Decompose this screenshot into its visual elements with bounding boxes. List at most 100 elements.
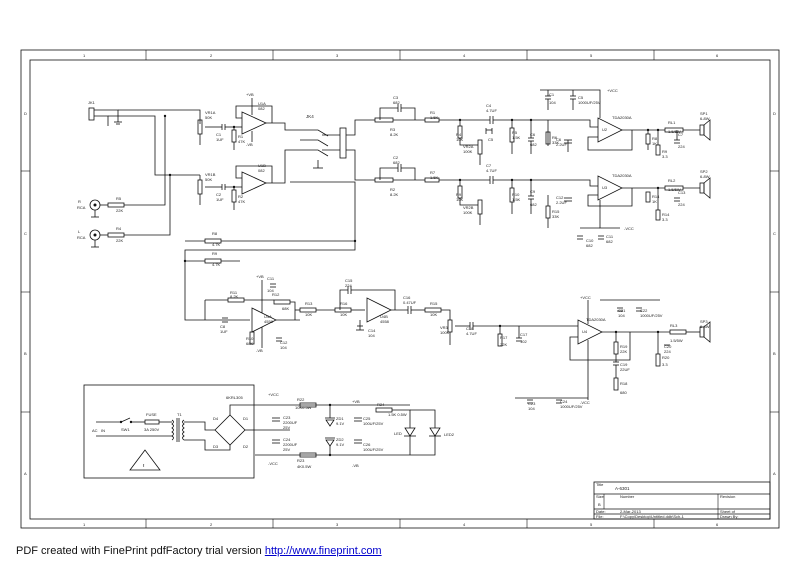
r3-label: R3 <box>390 127 396 132</box>
bridge-label: 6KRL305 <box>226 395 243 400</box>
fuse-value: 3A 250V <box>144 427 159 432</box>
jk1-label: JK1 <box>88 100 96 105</box>
r15-label: R15 <box>552 209 560 214</box>
c23b-voltage: 25V <box>283 425 290 430</box>
grid-column-ticks <box>21 50 779 528</box>
r9c-label: R9 <box>212 251 218 256</box>
grid-col-6-bottom: 6 <box>716 522 719 527</box>
c24-label: C24 <box>283 437 291 442</box>
c22-label: C22 <box>640 308 648 313</box>
r6b-label: R6 <box>552 135 558 140</box>
r4-value: 22K <box>116 238 123 243</box>
c26-label: C26 <box>363 442 371 447</box>
r9-label: R9 <box>456 192 462 197</box>
led2-label: LED2 <box>444 432 455 437</box>
zd2-value: 9.1V <box>336 442 345 447</box>
c2b-value: 682 <box>393 160 400 165</box>
c7-value: 4.7UF <box>486 168 497 173</box>
c7b-value: 224 <box>678 144 685 149</box>
rca-l-type: RCA <box>77 235 86 240</box>
vr2a-label: VR2A <box>463 144 474 149</box>
r22-label: R22 <box>297 397 305 402</box>
grid-col-3-bottom: 3 <box>336 522 339 527</box>
c6-label: C6 <box>530 132 536 137</box>
c10-value: 682 <box>586 243 593 248</box>
r10-label: R10 <box>512 192 520 197</box>
u3-type: TDA2030A <box>612 173 632 178</box>
c6-value: 682 <box>530 142 537 147</box>
date-label: Date: <box>596 509 606 514</box>
r11b-value: 8.2K <box>230 294 239 299</box>
r9b-label: R9 <box>662 149 668 154</box>
outer-border <box>20 49 780 529</box>
zd2-label: ZD2 <box>336 437 344 442</box>
r5b-value: 1.5K <box>512 135 521 140</box>
r8b-value: 4.7K <box>212 242 221 247</box>
vr1a-label: VR1A <box>205 110 216 115</box>
u4b-label: U4B <box>380 314 388 319</box>
r14-value: 1K <box>652 199 657 204</box>
u1b-label: U1B <box>258 163 266 168</box>
c24b-value: 1000UF/25V <box>560 404 583 409</box>
pdf-footer: PDF created with FinePrint pdfFactory tr… <box>16 545 382 557</box>
speaker-sp3: SP3 6-8W <box>699 319 711 343</box>
grid-col-2-bottom: 2 <box>210 522 213 527</box>
size-value: B <box>598 502 601 507</box>
r13-label: R13 <box>305 301 313 306</box>
grid-col-4-bottom: 4 <box>463 522 466 527</box>
c7b-label: C7 <box>678 132 684 137</box>
r15b-value: 10K <box>430 312 437 317</box>
vr2b-value: 100K <box>463 210 473 215</box>
grid-row-d-left: D <box>24 111 27 116</box>
sp1-value: 6-8W <box>700 116 710 121</box>
r6b-value: 33K <box>552 140 559 145</box>
c14-label: C14 <box>368 328 376 333</box>
d1-label: D1 <box>243 416 249 421</box>
speaker-sp1: SP1 6-8W <box>699 111 711 141</box>
c25-label: C25 <box>363 416 371 421</box>
r9c-value: 4.7K <box>212 262 221 267</box>
r7-label: R7 <box>430 170 436 175</box>
tone-top: R3 8.2K C3 682 R1 1.5K C4 4.7UF R4 10K V… <box>374 95 598 165</box>
vee-mid: -VCC <box>624 226 634 231</box>
c8b-value: 1UF <box>220 329 228 334</box>
psu-primary: AC IN SW1 FUSE 3A 250V T1 ! <box>92 412 185 471</box>
sp2-value: 6-8W <box>700 174 710 179</box>
vb-n-sub: -VB <box>256 348 263 353</box>
sw1-label: SW1 <box>121 427 130 432</box>
r16-value: 10K <box>340 312 347 317</box>
led-label: LED <box>394 431 402 436</box>
grid-row-c-right: C <box>773 231 776 236</box>
c23-label: C23 <box>528 401 536 406</box>
footer-link[interactable]: http://www.fineprint.com <box>264 545 382 557</box>
r5-label: R5 <box>116 196 122 201</box>
grid-col-5-bottom: 5 <box>590 522 593 527</box>
r19-label: R19 <box>620 344 628 349</box>
r20-label: R20 <box>662 355 670 360</box>
c20-value: 224 <box>664 349 671 354</box>
u4-vcc: +VCC <box>580 295 591 300</box>
c24-voltage: 25V <box>283 447 290 452</box>
vr2b-label: VR2B <box>463 205 474 210</box>
u4b-value: 4558 <box>380 319 390 324</box>
c12c-label: C12 <box>280 340 288 345</box>
vr1b-value: 50K <box>205 177 212 182</box>
c20-label: C20 <box>664 344 672 349</box>
r9b-value: 3.3 <box>662 154 668 159</box>
c14-value: 104 <box>368 333 375 338</box>
grid-col-5-top: 5 <box>590 53 593 58</box>
u1a-vn: -VB <box>246 142 253 147</box>
c1-value: 1UF <box>216 137 224 142</box>
r24-label: R24 <box>377 402 385 407</box>
grid-col-6-top: 6 <box>716 53 719 58</box>
r20-value: 3.3 <box>662 362 668 367</box>
opamp-u1a: U1A 082 +VB -VB <box>241 92 267 147</box>
c21-label: C21 <box>618 308 626 313</box>
c22-value: 1000UF/25V <box>640 313 663 318</box>
vr1a-value: 50K <box>205 115 212 120</box>
r17-label: R17 <box>500 335 508 340</box>
c26-value: 100UF/25V <box>363 447 384 452</box>
c17-label: C17 <box>520 332 528 337</box>
psu-vbn-label: -VB <box>352 463 359 468</box>
c11b-label: C11 <box>267 276 275 281</box>
